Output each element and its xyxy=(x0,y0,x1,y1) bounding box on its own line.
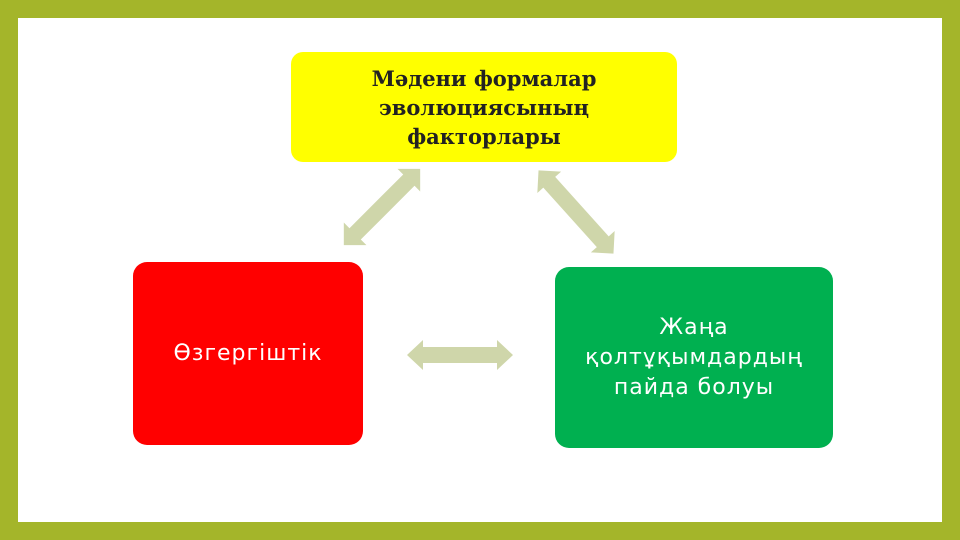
node-top-label: Мәдени формалар эволюциясының факторлары xyxy=(371,65,597,149)
double-arrow-left-right xyxy=(407,340,513,370)
node-right-label: Жаңа қолтұқымдардың пайда болуы xyxy=(585,314,803,400)
node-new-breeds: Жаңа қолтұқымдардың пайда болуы xyxy=(555,267,833,448)
node-cultural-forms-factors: Мәдени формалар эволюциясының факторлары xyxy=(291,52,677,162)
double-arrow-top-left xyxy=(343,168,421,246)
node-left-label: Өзгергіштік xyxy=(173,341,323,366)
node-variability: Өзгергіштік xyxy=(133,262,363,445)
double-arrow-top-right xyxy=(537,170,615,254)
